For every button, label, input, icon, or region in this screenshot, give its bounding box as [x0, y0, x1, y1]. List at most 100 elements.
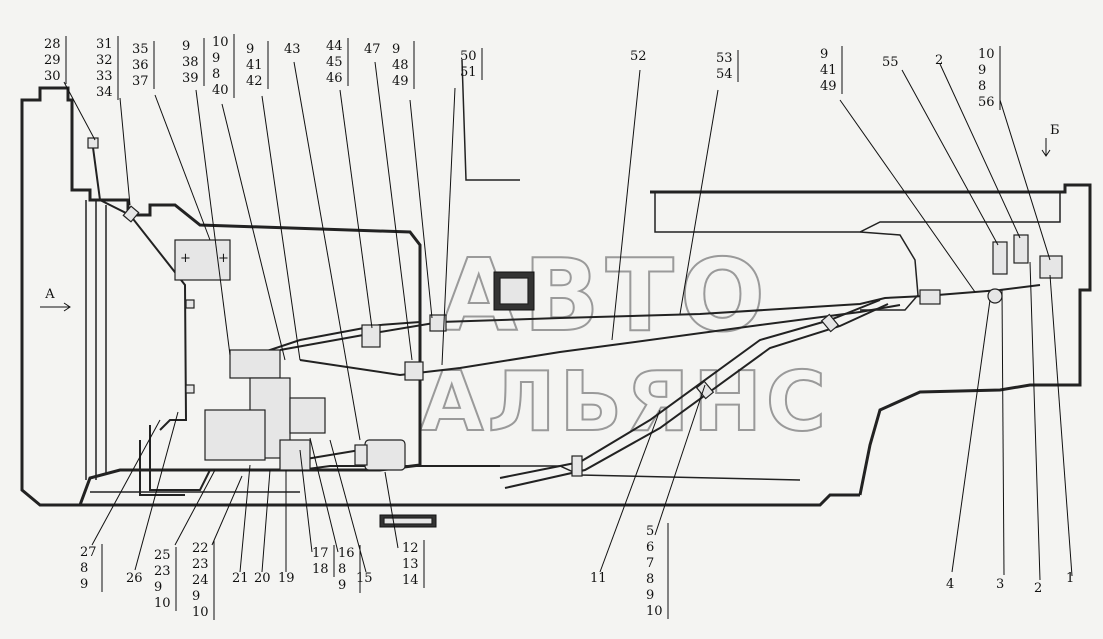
- leader-1: [1049, 274, 1073, 577]
- fitting-47: [404, 361, 424, 381]
- leader-20: [261, 469, 271, 573]
- main-pipe-upper: [279, 284, 1041, 351]
- callout-number: 34: [96, 85, 113, 100]
- clamp-diag-3: [820, 313, 840, 333]
- callout-b16: 2: [1034, 581, 1042, 596]
- callout-number: 44: [326, 39, 343, 54]
- leader-9b: [261, 95, 301, 361]
- callout-number: 54: [716, 67, 733, 82]
- lower-frame-rail: [80, 493, 860, 507]
- right-fitting-2: [1013, 234, 1029, 264]
- callout-number: 6: [646, 540, 654, 555]
- mounting-plate: [174, 239, 231, 281]
- valve-body-small: [279, 439, 311, 471]
- right-frame-upper: [654, 192, 1061, 233]
- callout-number: 40: [212, 83, 229, 98]
- callout-number: 43: [284, 42, 301, 57]
- callout-number: 19: [278, 571, 295, 586]
- callout-number: 49: [820, 79, 837, 94]
- callout-number: 45: [326, 55, 343, 70]
- callout-number: 29: [44, 53, 61, 68]
- callout-number: 9: [80, 577, 88, 592]
- callout-number: 10: [646, 604, 663, 619]
- valve-flange: [289, 397, 326, 434]
- leader-21: [239, 464, 251, 573]
- callout-number: 9: [192, 589, 200, 604]
- callout-b7: 19: [278, 571, 295, 586]
- right-frame-mid: [859, 231, 919, 311]
- callout-number: 24: [192, 573, 209, 588]
- view-markers: А Б: [40, 123, 1060, 312]
- leader-44: [339, 89, 373, 329]
- leader-16: [309, 437, 339, 553]
- callout-number: 11: [590, 571, 607, 586]
- leader-25: [174, 469, 216, 546]
- callout-number: 10: [212, 35, 229, 50]
- leader-27: [91, 419, 161, 546]
- leader-28: [63, 81, 96, 141]
- leader-lines: [63, 61, 1073, 581]
- callout-number: 37: [132, 74, 149, 89]
- callout-number: 39: [182, 71, 199, 86]
- callout-number: 10: [192, 605, 209, 620]
- callout-number: 25: [154, 548, 171, 563]
- leader-2t: [939, 63, 1021, 239]
- filter-cap: [354, 444, 368, 466]
- callout-number: 8: [80, 561, 88, 576]
- clamp-diag-2: [571, 455, 583, 477]
- components: + +: [87, 137, 1063, 477]
- callout-number: 14: [402, 573, 419, 588]
- callout-number: 36: [132, 58, 149, 73]
- leader-52: [611, 69, 641, 341]
- clamp-left-3: [185, 384, 195, 394]
- callout-number: 53: [716, 51, 733, 66]
- callout-number: 50: [460, 49, 477, 64]
- leader-5: [654, 384, 706, 536]
- callout-number: 41: [820, 63, 837, 78]
- callout-number: 8: [978, 79, 986, 94]
- right-valve: [1039, 255, 1063, 279]
- callout-number: 8: [212, 67, 220, 82]
- callout-b12: 11: [590, 571, 607, 586]
- callout-b6: 20: [254, 571, 271, 586]
- right-frame-outline: [650, 183, 1092, 496]
- leader-11: [599, 409, 661, 573]
- leader-55: [901, 69, 999, 246]
- callout-number: 30: [44, 69, 61, 84]
- leader-4: [951, 299, 991, 573]
- callout-number: 3: [996, 577, 1004, 592]
- callout-number: 49: [392, 74, 409, 89]
- leader-47: [374, 61, 413, 361]
- callout-number: 55: [882, 55, 899, 70]
- callout-number: 2: [1034, 581, 1042, 596]
- leader-50: [441, 87, 456, 366]
- callout-number: 52: [630, 49, 647, 64]
- callout-number: 1: [1066, 571, 1074, 586]
- view-a-label: А: [45, 287, 55, 302]
- watermark-line-1: АВТО: [440, 237, 771, 354]
- callout-t16: 2: [935, 53, 943, 68]
- callout-number: 18: [312, 562, 329, 577]
- coupler-right: [919, 289, 941, 305]
- filter-cylinder: [364, 439, 406, 471]
- engine-block-outline: [20, 86, 422, 507]
- callout-b10: 15: [356, 571, 373, 586]
- callout-number: 9: [646, 588, 654, 603]
- callout-number: 23: [192, 557, 209, 572]
- callout-t15: 55: [882, 55, 899, 70]
- leader-31: [119, 97, 131, 206]
- callout-number: 15: [356, 571, 373, 586]
- leader-3: [1001, 289, 1005, 576]
- callout-number: 12: [402, 541, 419, 556]
- callout-number: 35: [132, 42, 149, 57]
- leader-35: [154, 94, 211, 241]
- callout-number: 23: [154, 564, 171, 579]
